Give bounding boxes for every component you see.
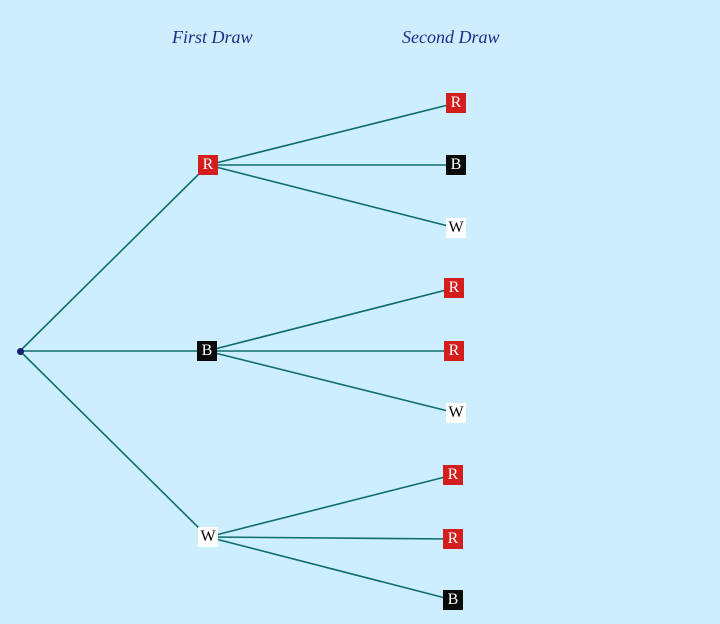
branch-w-to-r2 — [207, 536, 454, 540]
root-node — [17, 348, 24, 355]
first-draw-node-white: W — [198, 527, 218, 547]
branch-w-to-b — [207, 536, 454, 601]
second-draw-node-r-w: W — [446, 218, 466, 238]
branch-root-to-first-w — [19, 350, 209, 538]
branch-lines — [19, 102, 457, 601]
second-draw-node-w-r: R — [443, 465, 463, 485]
branch-b-to-r — [206, 287, 455, 352]
branch-w-to-r — [207, 474, 454, 538]
first-draw-node-black: B — [197, 341, 217, 361]
branch-r-to-r — [207, 102, 457, 166]
second-draw-node-b-r2: R — [444, 341, 464, 361]
first-draw-heading: First Draw — [172, 27, 253, 47]
first-draw-node-red: R — [198, 155, 218, 175]
second-draw-node-r-r: R — [446, 93, 466, 113]
second-draw-node-b-w: W — [446, 403, 466, 423]
second-draw-node-w-b: B — [443, 590, 463, 610]
branch-b-to-w — [206, 350, 457, 414]
branch-root-to-first-r — [19, 164, 209, 352]
second-draw-node-w-r2: R — [443, 529, 463, 549]
second-draw-heading: Second Draw — [402, 27, 500, 47]
second-draw-node-b-r: R — [444, 278, 464, 298]
branch-r-to-w — [207, 164, 457, 229]
second-draw-node-r-b: B — [446, 155, 466, 175]
